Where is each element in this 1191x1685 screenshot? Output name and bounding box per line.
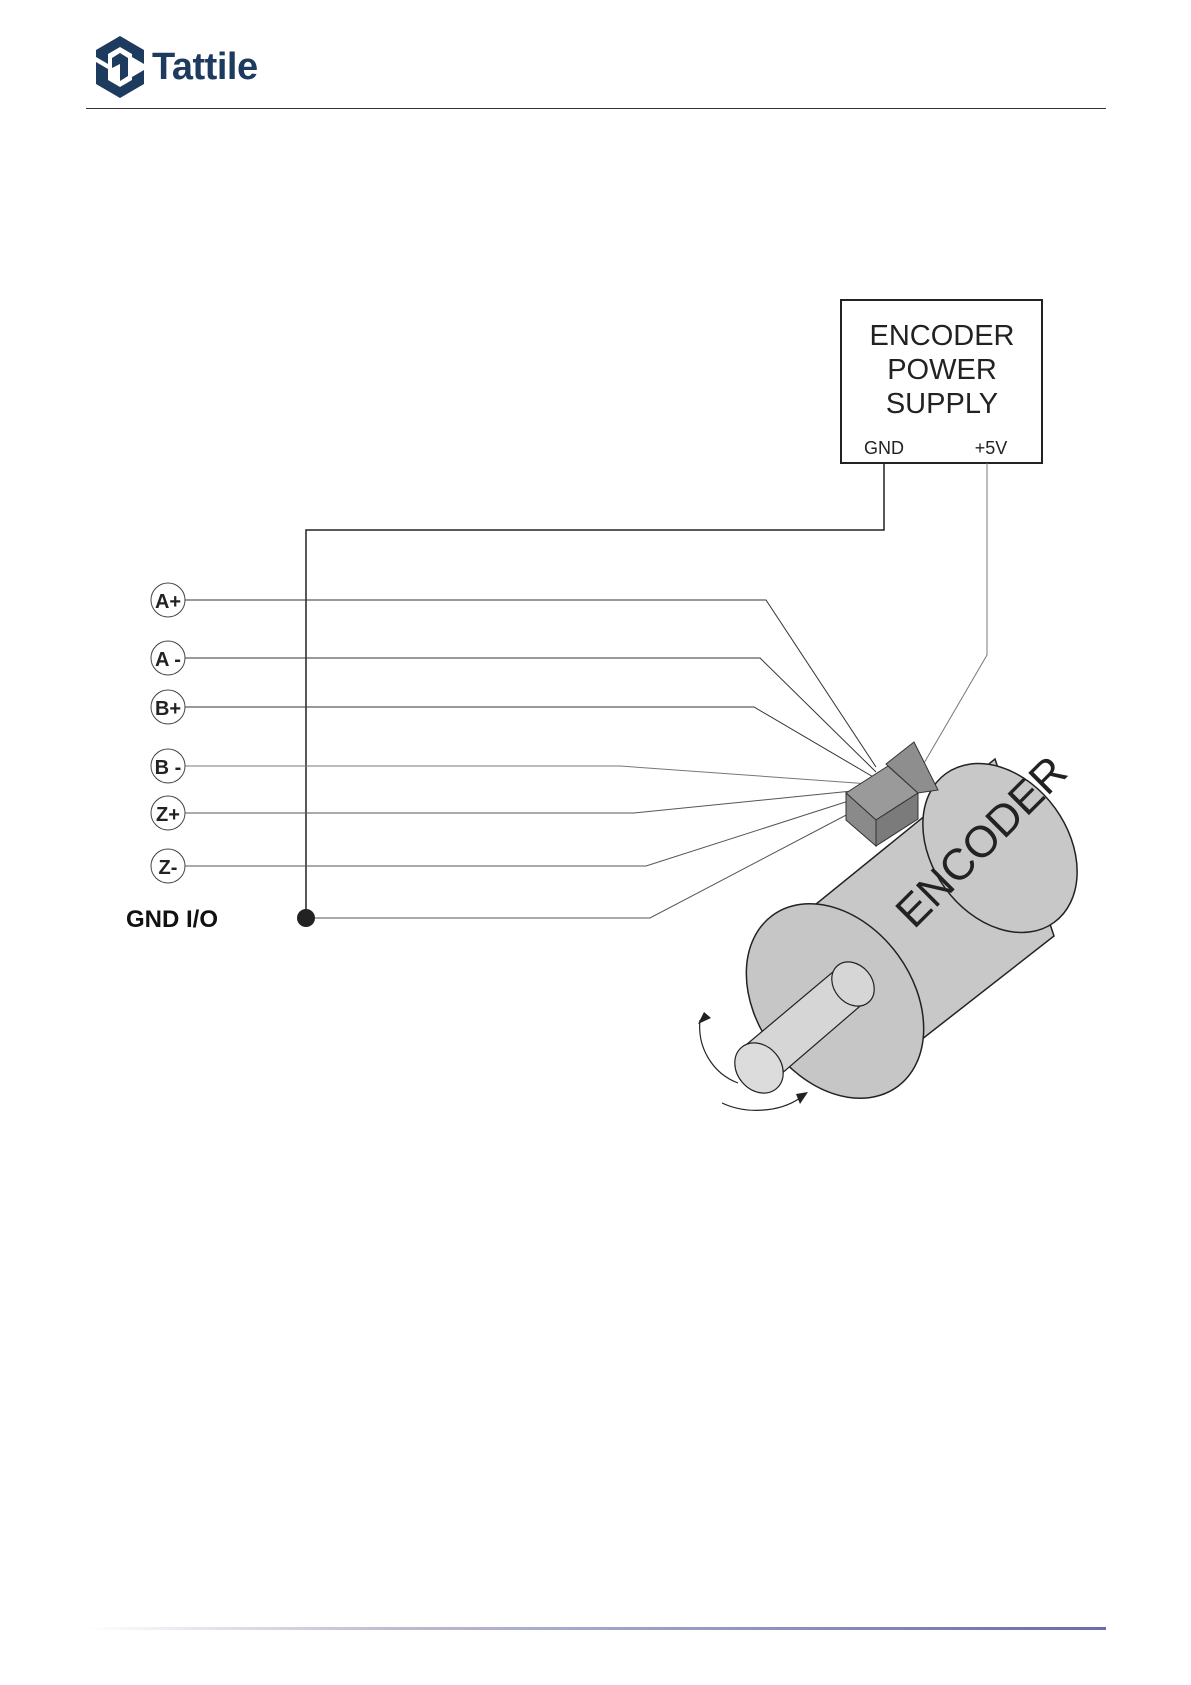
signal-label-text: Z+ [156,804,180,826]
signal-label-z-minus: Z- [151,849,185,883]
signal-label-text: B+ [155,698,181,720]
gnd-wire [306,463,884,918]
rotation-arc-left [700,1020,738,1083]
gnd-io-wire [315,812,852,918]
rotation-arc-bottom [722,1098,800,1110]
gnd-io-label: GND I/O [126,906,218,933]
signal-wire-a-plus [185,600,876,767]
power-supply-title-line-2: POWER [887,354,997,386]
signal-label-text: Z- [159,857,178,879]
power-supply-title-line-3: SUPPLY [886,388,998,420]
signal-label-z-plus: Z+ [151,796,185,830]
signal-label-b-minus: B - [151,749,185,783]
signal-label-text: A - [155,649,181,671]
signal-wire-z-plus [185,790,862,813]
signal-label-text: B - [155,757,182,779]
power-supply-5v-label: +5V [975,438,1008,458]
signal-wire-z-minus [185,798,858,866]
rotation-arrowhead-right [796,1092,808,1104]
signal-label-text: A+ [155,591,181,613]
gnd-io-junction-dot [297,909,315,927]
signal-label-a-plus: A+ [151,583,185,617]
footer-divider [86,1627,1106,1630]
signal-label-a-minus: A - [151,641,185,675]
vcc-wire [920,463,987,770]
signal-wire-b-plus [185,707,875,778]
power-supply-title-line-1: ENCODER [869,320,1014,352]
signal-label-b-plus: B+ [151,690,185,724]
rotation-arrowhead-up [698,1012,711,1024]
power-supply-gnd-label: GND [864,438,904,458]
encoder-power-supply: ENCODER POWER SUPPLY GND +5V [841,300,1042,463]
signal-wire-a-minus [185,658,876,772]
signal-wire-b-minus [185,766,870,784]
